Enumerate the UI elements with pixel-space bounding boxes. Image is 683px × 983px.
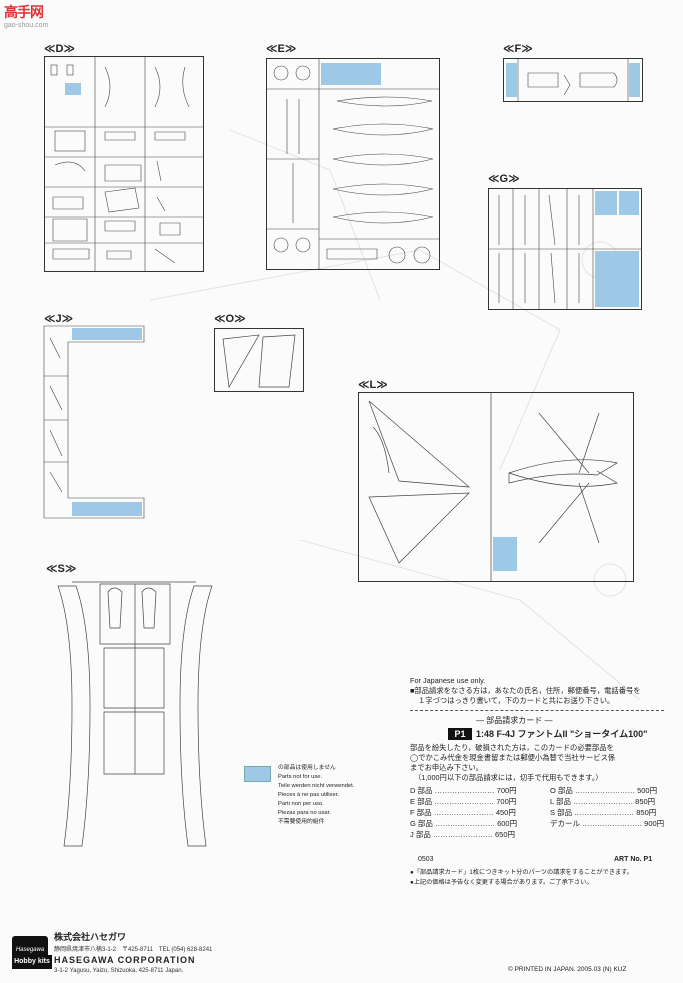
hasegawa-logo: Hasegawa xyxy=(12,936,48,960)
card-note-2: ●上記の価格は予告なく変更する場合があります。ご了承下さい。 xyxy=(410,879,593,886)
request-note-line-1: ■部品請求をなさる方は，あなたの氏名，住所，郵便番号，電話番号を xyxy=(410,686,641,695)
sprue-s-title: ≪S≫ xyxy=(46,563,77,575)
sprue-j-title: ≪J≫ xyxy=(44,313,74,325)
sprue-g-unused-3 xyxy=(595,251,639,307)
sprue-j-unused-bottom xyxy=(72,502,142,516)
card-product-name: 1:48 F-4J ファントムII "ショータイム100" xyxy=(476,729,648,739)
price-left: D 部品 …………………… 700円 xyxy=(410,786,517,795)
card-code-badge: P1 xyxy=(448,728,472,740)
sprue-d-title: ≪D≫ xyxy=(44,43,75,55)
sprue-g-title: ≪G≫ xyxy=(488,173,520,185)
card-note-1: ●「部品請求カード」1枚につきキット分のパーツの請求をすることができます。 xyxy=(410,869,633,876)
japanese-use-only: For Japanese use only. xyxy=(410,676,486,685)
company-name-jp: 株式会社ハセガワ xyxy=(54,932,127,942)
sprue-e-parts xyxy=(267,59,439,269)
printed-in-japan: © PRINTED IN JAPAN. 2005.03 (N) KUZ xyxy=(508,966,627,973)
sprue-g-frame xyxy=(488,188,642,310)
unused-parts-legend: の部品は使用しません Parts not for use. Teile werd… xyxy=(278,765,355,825)
sprue-s-frame xyxy=(46,578,224,852)
price-right: L 部品 …………………… 850円 xyxy=(550,797,656,806)
art-number: ART No. P1 xyxy=(614,856,653,863)
sprue-f-frame xyxy=(503,58,643,102)
hobby-kits-badge: Hobby kits xyxy=(12,955,52,969)
svg-text:Hasegawa: Hasegawa xyxy=(16,947,45,953)
price-left: F 部品 …………………… 450円 xyxy=(410,808,516,817)
price-right: デカール …………………… 900円 xyxy=(550,819,665,828)
card-print-code: 0503 xyxy=(418,856,434,863)
price-row: E 部品 …………………… 700円 L 部品 …………………… 850円 xyxy=(410,796,664,807)
sprue-e-unused-part xyxy=(321,63,381,85)
price-left: E 部品 …………………… 700円 xyxy=(410,797,517,806)
price-row: G 部品 …………………… 600円 デカール …………………… 900円 xyxy=(410,818,664,829)
sprue-l-frame xyxy=(358,392,634,582)
price-row: F 部品 …………………… 450円 S 部品 …………………… 850円 xyxy=(410,807,664,818)
price-row: J 部品 …………………… 650円 xyxy=(410,829,664,840)
sprue-s-parts xyxy=(57,581,213,847)
sprue-g-unused-1 xyxy=(595,191,617,215)
sprue-j-frame xyxy=(43,325,145,519)
sprue-o-parts xyxy=(222,334,296,389)
company-name-en: HASEGAWA CORPORATION xyxy=(54,955,196,965)
sprue-f-unused-left xyxy=(506,63,517,97)
price-right: S 部品 …………………… 850円 xyxy=(550,808,657,817)
address-en: 3-1-2 Yagusu, Yaizu, Shizuoka, 425-8711 … xyxy=(54,968,184,974)
sprue-f-unused-right xyxy=(629,63,640,97)
sprue-o-frame xyxy=(214,328,304,392)
card-body: 部品を紛失したり，破損された方は，このカードの必要部品を ◯でかこみ代金を現金書… xyxy=(410,743,616,782)
card-title: ― 部品請求カード ― xyxy=(476,716,553,725)
sprue-f-parts xyxy=(517,59,629,101)
price-list: D 部品 …………………… 700円 O 部品 …………………… 500円 E … xyxy=(410,785,664,840)
price-row: D 部品 …………………… 700円 O 部品 …………………… 500円 xyxy=(410,785,664,796)
sprue-d-parts xyxy=(45,57,203,271)
sprue-e-title: ≪E≫ xyxy=(266,43,297,55)
price-left: J 部品 …………………… 650円 xyxy=(410,830,516,839)
parts-request-card: ― 部品請求カード ― P1 1:48 F-4J ファントムII "ショータイム… xyxy=(410,710,664,851)
sprue-o-title: ≪O≫ xyxy=(214,313,246,325)
sprue-j-parts xyxy=(43,325,145,519)
address-jp: 静岡県焼津市八楠3-1-2 〒425-8711 TEL (054) 628-82… xyxy=(54,947,213,953)
sprue-d-unused-part xyxy=(65,83,81,95)
sprue-f-title: ≪F≫ xyxy=(503,43,533,55)
watermark-logo: 高手网 gao-shou.com xyxy=(4,4,49,29)
sprue-d-frame xyxy=(44,56,204,272)
sprue-j-unused-top xyxy=(72,328,142,340)
sprue-l-title: ≪L≫ xyxy=(358,379,388,391)
price-left: G 部品 …………………… 600円 xyxy=(410,819,518,828)
sprue-e-frame xyxy=(266,58,440,270)
sprue-g-unused-2 xyxy=(619,191,639,215)
sprue-g-parts xyxy=(489,189,641,309)
sprue-l-parts xyxy=(368,393,618,581)
unused-parts-swatch xyxy=(244,766,271,782)
price-right: O 部品 …………………… 500円 xyxy=(550,786,658,795)
request-note-line-2: １字づつはっきり書いて，下のカードと共にお送り下さい。 xyxy=(418,696,615,705)
sprue-l-unused-part xyxy=(493,537,517,571)
